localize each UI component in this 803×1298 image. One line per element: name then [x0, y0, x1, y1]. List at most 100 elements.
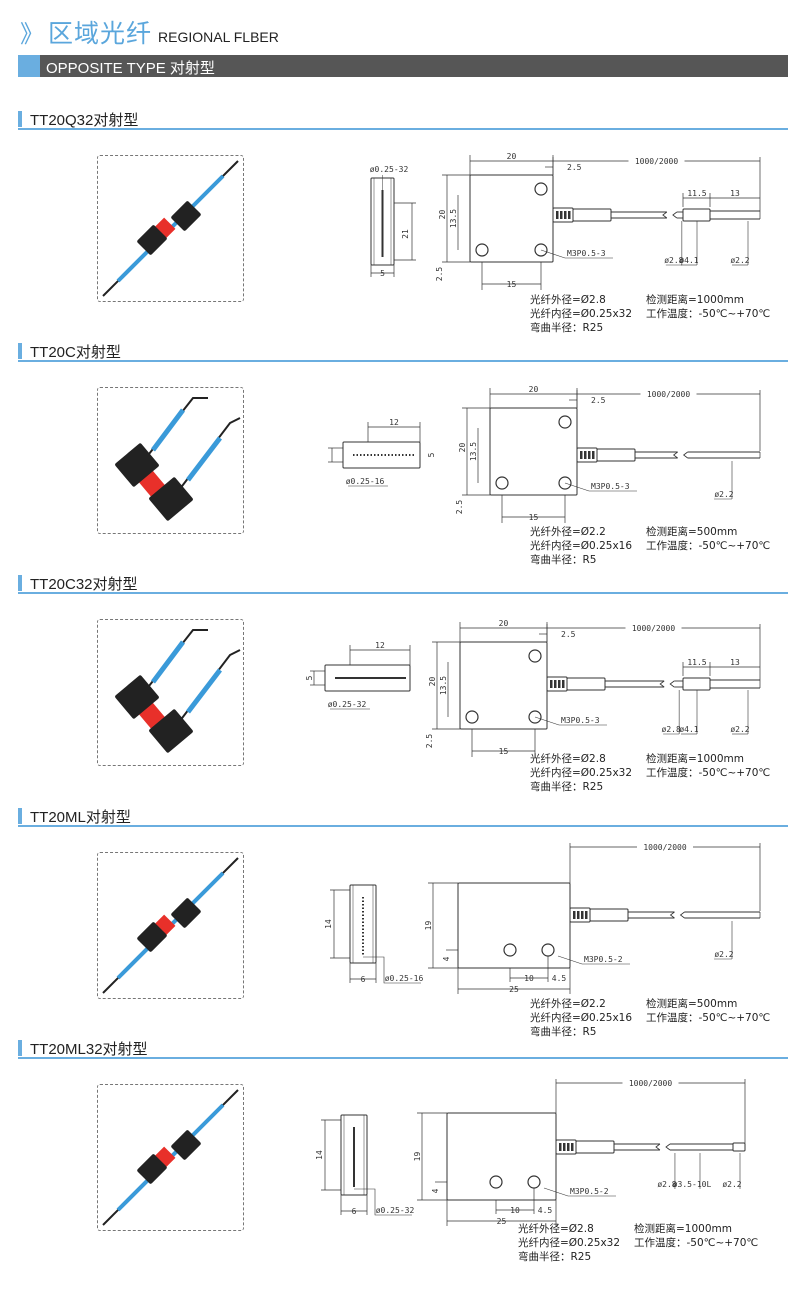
sensor-photo-illustration [102, 160, 239, 297]
sleeve-tube [682, 677, 711, 691]
dimension-label-bh: 20 [438, 210, 447, 220]
product-title-bar: TT20ML32对射型 [18, 1039, 788, 1059]
cable-gland-spring [569, 907, 591, 923]
dimension-label-d2: ø4.1 [679, 725, 698, 734]
spring-coil [563, 1143, 566, 1151]
dimension-label-bh: 20 [458, 443, 467, 453]
dimension-label-h2: 13.5 [449, 209, 458, 228]
title-marker [18, 808, 22, 824]
dimension-label-side_fiber: ø0.25-32 [328, 700, 367, 709]
label-bg [640, 388, 697, 398]
dimension-label-gap: 4.5 [538, 1206, 553, 1215]
mounting-hole [475, 243, 489, 257]
spec-temperature: 工作温度：-50℃~+70℃ [646, 767, 771, 779]
title-marker [18, 575, 22, 591]
mounting-hole [527, 1175, 541, 1189]
spring-coil [592, 451, 595, 459]
dimension-label-d2: ø3.5-10L [673, 1180, 712, 1189]
dimension-label-side_w: 5 [305, 675, 314, 680]
sensor-photo-illustration [115, 629, 241, 753]
spring-coil [584, 451, 587, 459]
leader-line [354, 1188, 412, 1216]
page-title-cn: 区域光纤 [48, 19, 153, 48]
spring-coil [550, 680, 553, 688]
dimension-label-side_w: 5 [380, 269, 385, 278]
dimension-label-d3: ø2.2 [730, 256, 749, 265]
spec-detect-distance: 检测距离=500mm [646, 526, 738, 538]
spec-outer-diameter: 光纤外径=Ø2.8 [518, 1223, 594, 1235]
dimension-label-hole: 10 [510, 1206, 520, 1215]
type-bar-accent [18, 55, 40, 77]
spring-coil [564, 211, 567, 219]
spec-temperature: 工作温度：-50℃~+70℃ [646, 540, 771, 552]
mounting-hole [503, 943, 517, 957]
mounting-hole [495, 476, 509, 490]
dimension-label-thread: M3P0.5-2 [570, 1187, 609, 1196]
spec-detect-distance: 检测距离=1000mm [646, 294, 744, 306]
leader-line [363, 956, 421, 984]
dimension-label-d2: ø4.1 [679, 256, 698, 265]
sensor-body-drawing [469, 174, 554, 263]
product-photo [97, 155, 244, 302]
mounting-hole [528, 710, 542, 724]
spring-coil [580, 451, 583, 459]
mounting-hole [489, 1175, 503, 1189]
spring-coil [571, 1143, 574, 1151]
leader-line [543, 1187, 616, 1197]
dimension-label-hole: 10 [524, 974, 534, 983]
spec-inner-diameter: 光纤内径=Ø0.25x32 [518, 1237, 621, 1249]
spec-outer-diameter: 光纤外径=Ø2.8 [530, 753, 606, 765]
mounting-hole [558, 476, 572, 490]
break-mark [672, 211, 678, 219]
spring-coil [588, 451, 591, 459]
spring-coil [562, 680, 565, 688]
spec-list-right: 检测距离=500mm 工作温度：-50℃~+70℃ [646, 525, 770, 553]
sensor-photo-illustration [115, 397, 241, 521]
fiber-cable-sleeve [186, 436, 222, 482]
dimension-label-bw: 20 [499, 619, 509, 628]
dimension-label-d1: ø2.8 [662, 725, 681, 734]
dimension-label-bw: 25 [509, 985, 519, 994]
mounting-hole [528, 649, 542, 663]
spec-temperature: 工作温度：-50℃~+70℃ [646, 308, 771, 320]
dimension-label-h2: 13.5 [469, 442, 478, 461]
dimension-label-h3: 2.5 [455, 500, 464, 515]
spring-coil [559, 1143, 562, 1151]
title-marker [18, 1040, 22, 1056]
cable-boot [572, 208, 612, 222]
mounting-hole [534, 243, 548, 257]
dimension-label-thread: M3P0.5-3 [591, 482, 630, 491]
dimension-label-bh: 19 [424, 921, 433, 931]
cable-boot [575, 1140, 615, 1154]
dimension-label-hole: 15 [529, 513, 539, 522]
dimension-label-thread: M3P0.5-3 [567, 249, 606, 258]
mounting-hole [558, 415, 572, 429]
cable-boot [589, 908, 629, 922]
dimension-label-gap: 2.5 [561, 630, 576, 639]
dimension-label-len: 1000/2000 [643, 843, 687, 852]
dimension-label-h3: 2.5 [435, 267, 444, 282]
spec-outer-diameter: 光纤外径=Ø2.2 [530, 998, 606, 1010]
spring-coil [558, 680, 561, 688]
product-title: TT20ML对射型 [30, 809, 131, 826]
side-view [324, 664, 411, 692]
spec-inner-diameter: 光纤内径=Ø0.25x32 [530, 767, 633, 779]
sensor-body-drawing [457, 882, 571, 969]
cable-boot [596, 448, 636, 462]
spring-coil [585, 911, 588, 919]
dimension-label-bh: 19 [413, 1152, 422, 1162]
spec-bend-radius: 弯曲半径：R25 [530, 322, 604, 334]
spring-coil [581, 911, 584, 919]
dimension-label-thread: M3P0.5-2 [584, 955, 623, 964]
cable-gland-spring [552, 207, 574, 223]
break-mark [659, 680, 665, 688]
sensor-head [137, 225, 167, 255]
